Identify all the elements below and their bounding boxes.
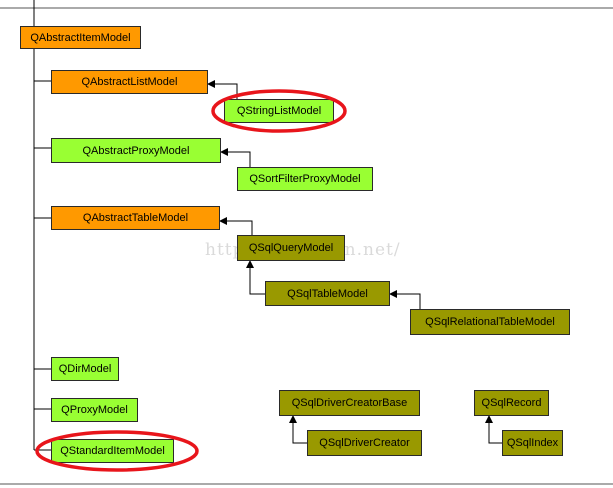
connector-sql-index <box>485 415 502 444</box>
node-qstringlistmodel: QStringListModel <box>224 99 334 123</box>
connector-sql-relational <box>389 290 421 310</box>
node-qsqltablemodel: QSqlTableModel <box>265 281 390 306</box>
node-qsqlindex: QSqlIndex <box>502 430 563 456</box>
node-qproxymodel: QProxyModel <box>51 398 138 422</box>
node-qstandarditemmodel: QStandardItemModel <box>51 439 174 463</box>
node-qabstractitemmodel: QAbstractItemModel <box>20 26 141 49</box>
node-qdirmodel: QDirModel <box>51 357 119 381</box>
connector-sql-table <box>246 260 265 295</box>
node-qabstracttablemodel: QAbstractTableModel <box>51 206 220 230</box>
node-qsqlquerymodel: QSqlQueryModel <box>237 235 345 261</box>
node-qsqldrivercreator: QSqlDriverCreator <box>307 430 422 456</box>
connector-sql-query <box>219 217 253 236</box>
node-qsqlrelationaltablemodel: QSqlRelationalTableModel <box>410 309 570 335</box>
connector-sql-driver-creator <box>289 415 307 444</box>
connector-string-list <box>207 80 238 100</box>
node-qabstractproxymodel: QAbstractProxyModel <box>51 138 221 163</box>
node-qsortfilterproxymodel: QSortFilterProxyModel <box>237 167 373 191</box>
connector-sort-filter <box>220 148 251 168</box>
node-qsqldrivercreatorbase: QSqlDriverCreatorBase <box>279 390 420 416</box>
node-qabstractlistmodel: QAbstractListModel <box>51 70 208 94</box>
node-qsqlrecord: QSqlRecord <box>474 390 549 416</box>
